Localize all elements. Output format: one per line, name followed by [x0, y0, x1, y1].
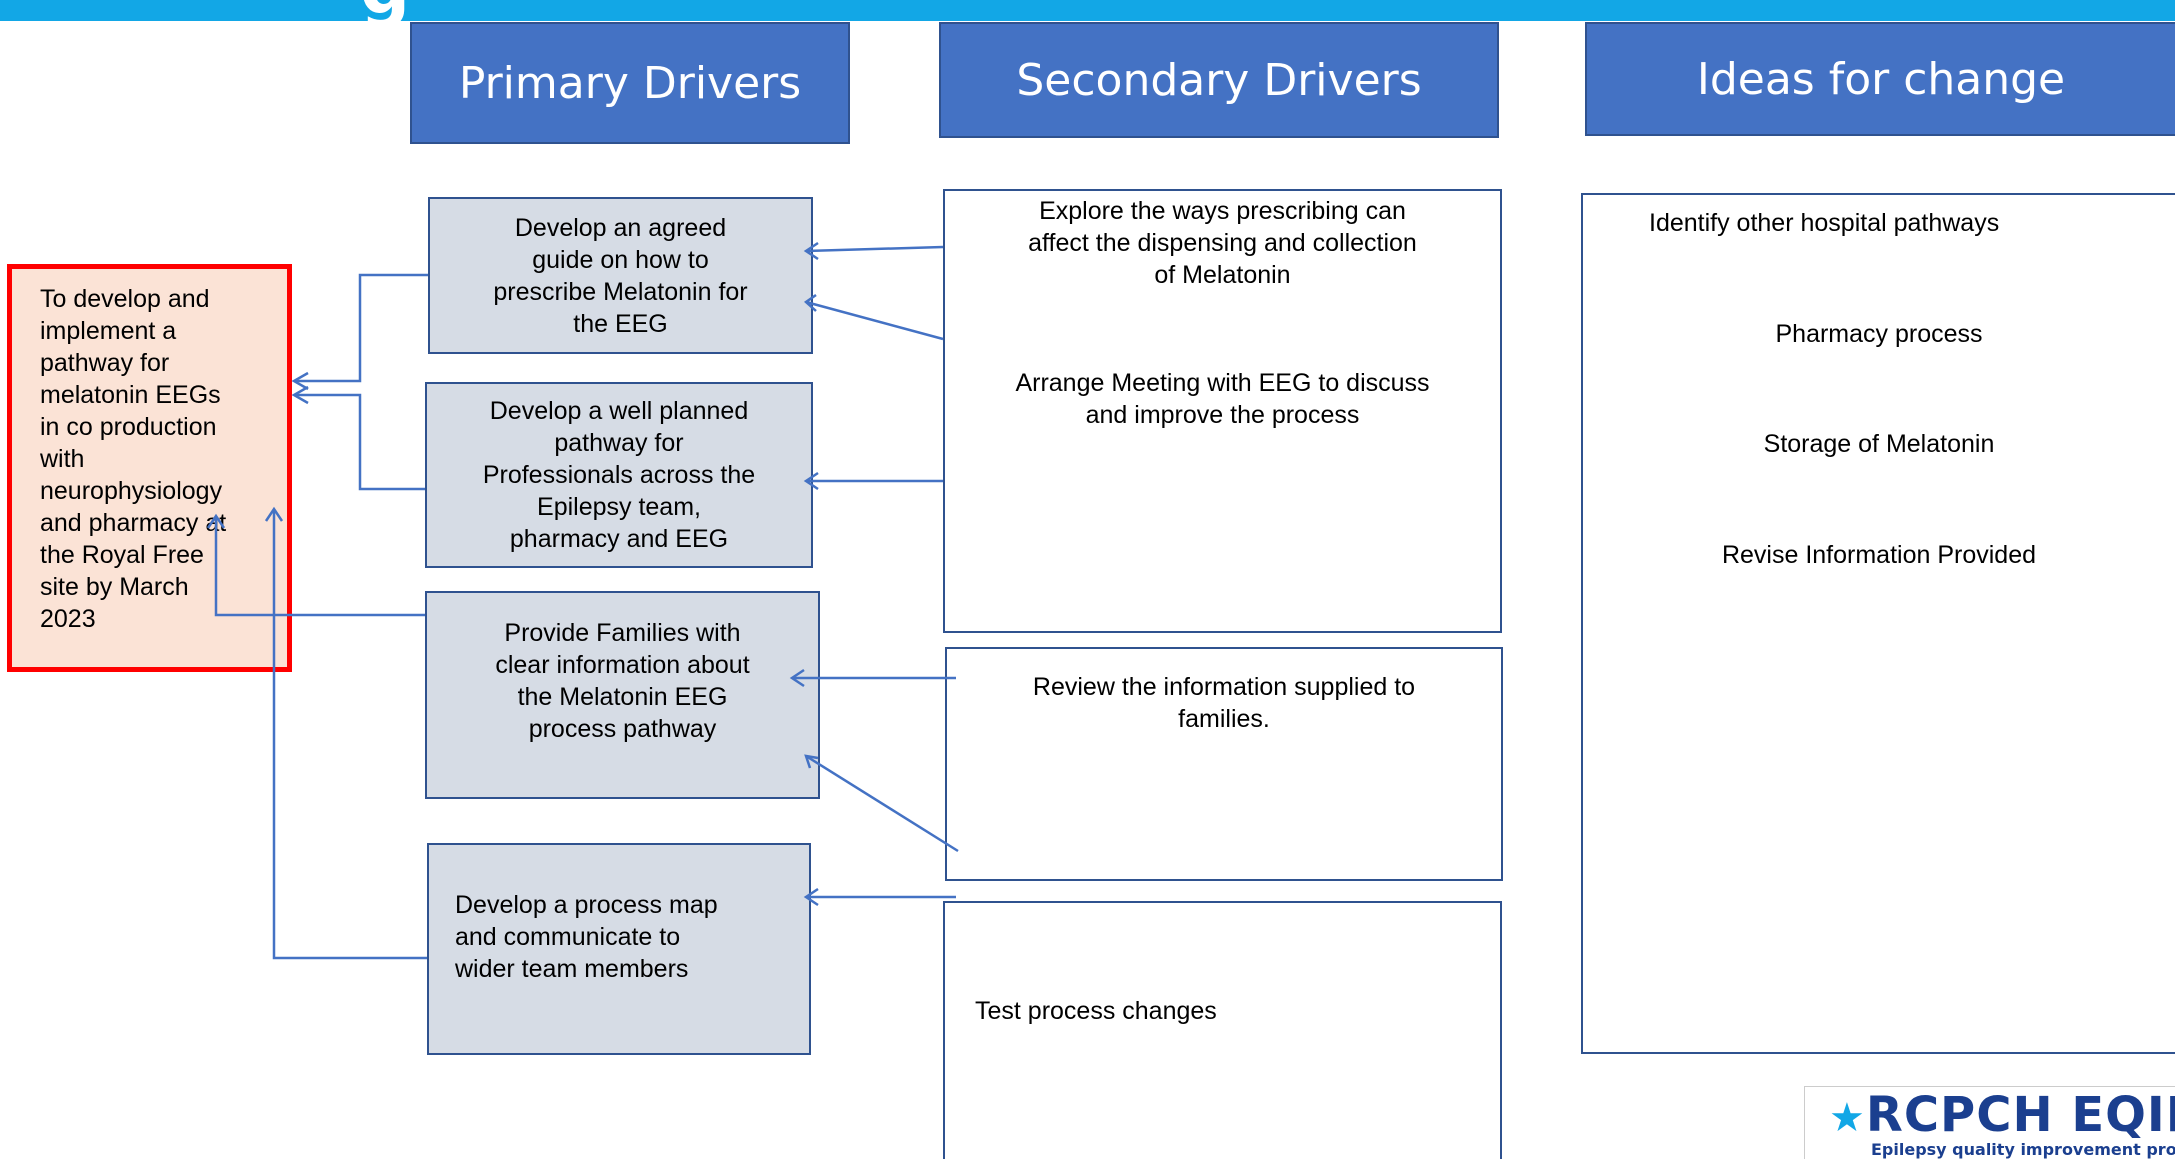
arrow-head	[803, 887, 819, 907]
primary-driver-line: Epilepsy team,	[537, 493, 701, 521]
arrow-head	[206, 513, 226, 529]
primary-driver-line: pathway for	[554, 429, 684, 457]
aim-line: melatonin EEGs	[40, 381, 221, 409]
arrow-head	[264, 506, 284, 522]
primary-driver-line: Develop a well planned	[489, 397, 749, 425]
arrow-connector	[805, 300, 944, 341]
primary-driver-box: Develop a well planned pathway for Profe…	[425, 382, 813, 568]
arrow-connector	[272, 509, 427, 960]
primary-driver-line: Provide Families with	[504, 619, 741, 647]
ideas-for-change-header: Ideas for change	[1585, 22, 2175, 136]
arrow-head	[291, 371, 309, 391]
primary-driver-line: the Melatonin EEG	[517, 683, 728, 711]
primary-driver-line: process pathway	[528, 715, 717, 743]
secondary-drivers-header: Secondary Drivers	[939, 22, 1499, 138]
ideas-for-change-box: Identify other hospital pathways Pharmac…	[1581, 193, 2175, 1054]
aim-line: 2023	[40, 605, 96, 633]
idea-item: Revise Information Provided	[1721, 541, 2037, 569]
arrow-connector	[294, 393, 425, 491]
arrow-head	[789, 668, 805, 688]
banner-title: g	[360, 0, 410, 24]
primary-drivers-header: Primary Drivers	[410, 22, 850, 144]
idea-item: Identify other hospital pathways	[1649, 209, 2000, 237]
arrow-connector	[294, 273, 428, 383]
star-icon: ★	[1829, 1095, 1866, 1141]
top-banner: g	[0, 0, 2175, 24]
aim-line: and pharmacy at	[40, 509, 227, 537]
secondary-driver-line: Arrange Meeting with EEG to discuss	[1015, 369, 1430, 397]
primary-driver-line: prescribe Melatonin for	[493, 277, 748, 306]
secondary-driver-box: Test process changes	[943, 901, 1502, 1159]
secondary-driver-line: of Melatonin	[1154, 261, 1291, 289]
aim-line: implement a	[40, 317, 177, 345]
aim-line: with	[40, 445, 85, 473]
primary-driver-line: Professionals across the	[482, 461, 756, 489]
arrow-head	[803, 241, 819, 261]
primary-driver-box: Develop an agreed guide on how to prescr…	[428, 197, 813, 354]
secondary-driver-item: Review the information supplied to famil…	[947, 671, 1501, 735]
aim-line: in co production	[40, 413, 217, 441]
secondary-driver-item: Test process changes	[975, 995, 1217, 1027]
aim-line: To develop and	[40, 285, 210, 313]
secondary-driver-item: Arrange Meeting with EEG to discuss and …	[945, 367, 1500, 431]
arrow-connector	[805, 245, 944, 253]
primary-driver-line: and communicate to	[455, 923, 681, 951]
primary-driver-line: the EEG	[573, 309, 668, 338]
rcpch-eqip-logo: ★RCPCH EQIP Epilepsy quality improvement…	[1804, 1086, 2175, 1159]
aim-box: To develop and implement a pathway for m…	[7, 264, 292, 672]
primary-driver-box: Provide Families with clear information …	[425, 591, 820, 799]
aim-line: pathway for	[40, 349, 170, 377]
secondary-driver-box: Review the information supplied to famil…	[945, 647, 1503, 881]
primary-driver-line: Develop a process map	[455, 891, 718, 919]
idea-item: Storage of Melatonin	[1763, 430, 1995, 458]
primary-driver-line: wider team members	[455, 955, 689, 983]
primary-driver-box: Develop a process map and communicate to…	[427, 843, 811, 1055]
secondary-driver-line: families.	[1178, 705, 1270, 733]
secondary-driver-line: Review the information supplied to	[1032, 673, 1416, 701]
idea-item: Pharmacy process	[1775, 320, 1983, 348]
arrow-head	[804, 754, 819, 769]
primary-driver-line: guide on how to	[532, 245, 709, 274]
arrow-head	[803, 293, 817, 312]
secondary-driver-box: Explore the ways prescribing can affect …	[943, 189, 1502, 633]
secondary-driver-line: affect the dispensing and collection	[1028, 229, 1417, 257]
primary-driver-line: clear information about	[495, 651, 750, 679]
arrow-head	[803, 471, 819, 491]
primary-driver-line: Develop an agreed	[514, 213, 727, 242]
secondary-driver-line: and improve the process	[1085, 401, 1360, 429]
arrow-connector	[805, 754, 959, 853]
aim-line: site by March	[40, 573, 189, 601]
aim-line: neurophysiology	[40, 477, 223, 505]
arrow-connector	[214, 516, 425, 617]
secondary-driver-line: Explore the ways prescribing can	[1039, 197, 1406, 225]
secondary-driver-item: Explore the ways prescribing can affect …	[945, 195, 1500, 291]
arrow-head	[291, 385, 309, 405]
logo-wordmark: ★RCPCH EQIP	[1829, 1087, 2175, 1143]
secondary-driver-line: Test process changes	[975, 997, 1217, 1025]
aim-line: the Royal Free	[40, 541, 204, 569]
logo-subtitle: Epilepsy quality improvement prog	[1871, 1140, 2175, 1159]
primary-driver-line: pharmacy and EEG	[509, 525, 729, 553]
